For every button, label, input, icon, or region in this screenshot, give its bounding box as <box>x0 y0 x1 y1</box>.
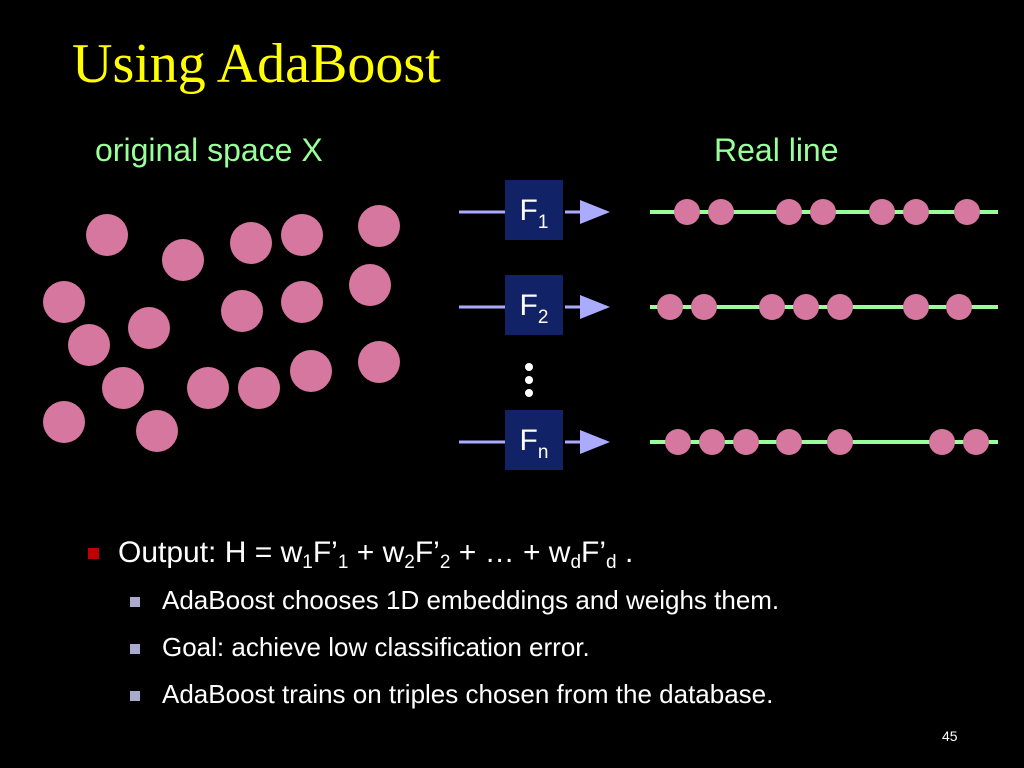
space-point <box>358 341 400 383</box>
projected-point <box>963 429 989 455</box>
output-prefix-sub: 1 <box>302 552 313 573</box>
formula-subscript: d <box>570 552 582 573</box>
projected-point <box>946 294 972 320</box>
original-space-label: original space X <box>95 132 323 168</box>
projected-point <box>708 199 734 225</box>
projected-point <box>954 199 980 225</box>
space-point <box>68 324 110 366</box>
bullet-list: Output: H = w1F’1 + w2F’2 + … + wdF’d . … <box>86 533 779 718</box>
formula-subscript: d <box>606 552 617 573</box>
space-point <box>281 281 323 323</box>
output-bullet: Output: H = w1F’1 + w2F’2 + … + wdF’d . <box>86 533 779 573</box>
space-point <box>43 281 85 323</box>
projected-point <box>869 199 895 225</box>
projected-point <box>793 294 819 320</box>
sub-bullet: AdaBoost trains on triples chosen from t… <box>130 671 779 718</box>
square-bullet-icon <box>130 597 140 607</box>
output-prefix: Output: H = w <box>118 536 303 569</box>
space-point <box>187 367 229 409</box>
space-point <box>290 350 332 392</box>
space-point <box>349 264 391 306</box>
space-point <box>221 290 263 332</box>
formula-term: F’ <box>581 536 607 569</box>
space-point <box>43 401 85 443</box>
formula-term: F’ <box>414 536 440 569</box>
original-space-points <box>43 205 400 452</box>
real-line-label: Real line <box>714 132 839 168</box>
embedding-box <box>505 275 563 335</box>
embedding-label: F1 <box>520 194 549 233</box>
formula-subscript: 2 <box>439 552 451 573</box>
formula-term: F’ <box>312 536 338 569</box>
projected-point <box>691 294 717 320</box>
projected-point <box>929 429 955 455</box>
space-point <box>136 410 178 452</box>
square-bullet-icon <box>130 644 140 654</box>
embedding-row: F2 <box>459 275 998 335</box>
projected-point <box>665 429 691 455</box>
projected-point <box>674 199 700 225</box>
formula-subscript: 2 <box>404 552 415 573</box>
sub-bullet: Goal: achieve low classification error. <box>130 624 779 671</box>
embedding-row: F1 <box>459 180 998 240</box>
sub-bullet-text: Goal: achieve low classification error. <box>162 632 590 662</box>
embedding-box <box>505 180 563 240</box>
page-number: 45 <box>942 728 958 744</box>
sub-bullet: AdaBoost chooses 1D embeddings and weigh… <box>130 577 779 624</box>
embedding-box <box>505 410 563 470</box>
vertical-dots-icon <box>525 363 533 397</box>
square-bullet-icon <box>130 691 140 701</box>
space-point <box>281 214 323 256</box>
embedding-label: F2 <box>520 289 549 328</box>
projected-point <box>733 429 759 455</box>
formula-term: + w <box>348 536 405 569</box>
space-point <box>162 239 204 281</box>
sub-bullet-list: AdaBoost chooses 1D embeddings and weigh… <box>130 577 779 718</box>
projected-point <box>827 429 853 455</box>
space-point <box>128 307 170 349</box>
sub-bullet-text: AdaBoost trains on triples chosen from t… <box>162 679 774 709</box>
formula-subscript: 1 <box>337 552 349 573</box>
formula-term: + … + w <box>450 536 571 569</box>
space-point <box>102 367 144 409</box>
space-point <box>358 205 400 247</box>
projected-point <box>903 294 929 320</box>
space-point <box>86 214 128 256</box>
sub-bullet-text: AdaBoost chooses 1D embeddings and weigh… <box>162 585 780 615</box>
projected-point <box>759 294 785 320</box>
space-point <box>238 367 280 409</box>
projected-point <box>776 429 802 455</box>
output-suffix: . <box>616 536 634 569</box>
output-formula: F’1 + w2F’2 + … + wdF’d <box>312 536 617 572</box>
embedding-row: Fn <box>459 410 998 470</box>
projected-point <box>699 429 725 455</box>
red-bullet-icon <box>88 548 99 559</box>
projected-point <box>776 199 802 225</box>
projected-point <box>903 199 929 225</box>
space-point <box>230 222 272 264</box>
projected-point <box>827 294 853 320</box>
embedding-label: Fn <box>520 424 549 463</box>
slide-title: Using AdaBoost <box>72 33 441 95</box>
projected-point <box>657 294 683 320</box>
projected-point <box>810 199 836 225</box>
